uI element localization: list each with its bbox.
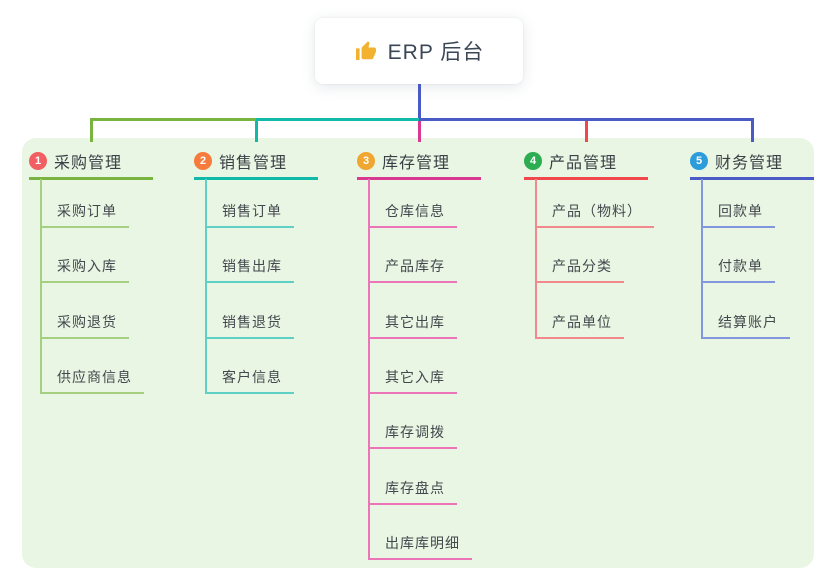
branch-label: 产品管理 [549, 155, 618, 172]
child-topic[interactable]: 销售订单 [205, 200, 294, 228]
branch-drop-line-3 [417, 118, 421, 142]
child-topic[interactable]: 库存盘点 [368, 477, 457, 505]
branch-drop-line-2 [254, 118, 258, 142]
branch-number-badge: 2 [194, 152, 212, 170]
branch-number-badge: 3 [357, 152, 375, 170]
child-topic[interactable]: 产品单位 [535, 311, 624, 339]
branch-label: 销售管理 [219, 155, 288, 172]
branch-number-badge: 4 [524, 152, 542, 170]
child-topic[interactable]: 采购入库 [40, 255, 129, 283]
child-topic[interactable]: 客户信息 [205, 366, 294, 394]
child-topic[interactable]: 采购订单 [40, 200, 129, 228]
child-topic[interactable]: 产品（物料） [535, 200, 654, 228]
connector-segment-left [91, 118, 256, 121]
branch-label: 财务管理 [715, 155, 784, 172]
branch-drop-line-4 [584, 118, 588, 142]
branch-spine-line-2 [205, 179, 207, 394]
child-topic[interactable]: 产品库存 [368, 255, 457, 283]
thumbs-up-icon [355, 41, 376, 60]
branch-spine-line-1 [40, 179, 42, 394]
child-topic[interactable]: 销售出库 [205, 255, 294, 283]
branch-spine-line-5 [701, 179, 703, 339]
branch-number-badge: 5 [690, 152, 708, 170]
branch-topic-5[interactable]: 5 财务管理 [690, 149, 814, 180]
child-topic[interactable]: 出库库明细 [368, 532, 472, 560]
branch-label: 采购管理 [54, 155, 123, 172]
child-topic[interactable]: 销售退货 [205, 311, 294, 339]
branch-drop-line-5 [750, 118, 754, 142]
child-topic[interactable]: 仓库信息 [368, 200, 457, 228]
child-topic[interactable]: 采购退货 [40, 311, 129, 339]
branch-spine-line-4 [535, 179, 537, 339]
child-topic[interactable]: 其它出库 [368, 311, 457, 339]
branch-topic-1[interactable]: 1 采购管理 [29, 149, 153, 180]
branch-label: 库存管理 [382, 155, 451, 172]
mindmap-panel [22, 138, 814, 568]
branch-drop-line-1 [89, 118, 93, 142]
branch-topic-4[interactable]: 4 产品管理 [524, 149, 648, 180]
connector-segment-right [419, 118, 752, 121]
child-topic[interactable]: 产品分类 [535, 255, 624, 283]
connector-segment-mid [256, 118, 419, 121]
branch-topic-3[interactable]: 3 库存管理 [357, 149, 481, 180]
root-drop-line [417, 84, 421, 121]
child-topic[interactable]: 其它入库 [368, 366, 457, 394]
child-topic[interactable]: 库存调拨 [368, 421, 457, 449]
child-topic[interactable]: 付款单 [701, 255, 775, 283]
branch-number-badge: 1 [29, 152, 47, 170]
child-topic[interactable]: 结算账户 [701, 311, 790, 339]
root-title: ERP 后台 [387, 41, 485, 64]
child-topic[interactable]: 供应商信息 [40, 366, 144, 394]
child-topic[interactable]: 回款单 [701, 200, 775, 228]
branch-topic-2[interactable]: 2 销售管理 [194, 149, 318, 180]
branch-spine-line-3 [368, 179, 370, 560]
root-node[interactable]: ERP 后台 [315, 18, 523, 84]
